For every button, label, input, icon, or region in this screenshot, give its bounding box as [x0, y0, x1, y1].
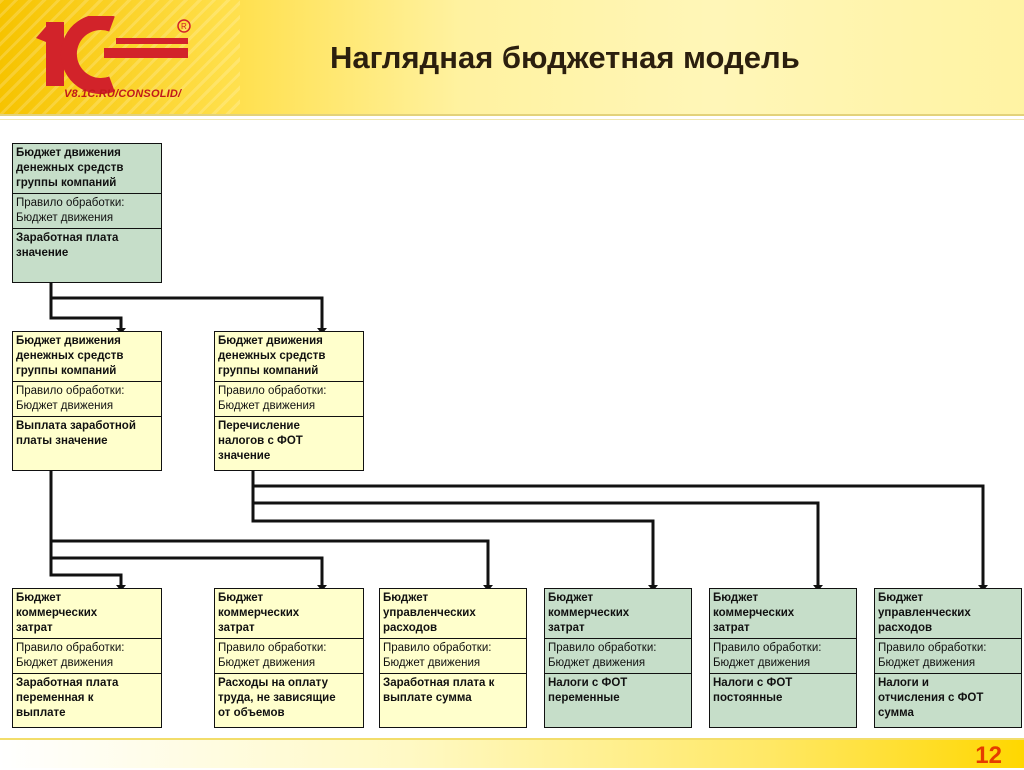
node-rule: Правило обработки: Бюджет движения	[13, 639, 161, 674]
node-item: Заработная плата переменная к выплате	[16, 677, 119, 719]
1c-logo-icon: R	[36, 16, 191, 94]
svg-text:R: R	[181, 22, 187, 31]
connector-mid1-b1	[49, 471, 123, 586]
node-item: Расходы на оплату труда, не зависящие от…	[218, 677, 336, 719]
footer-divider	[0, 738, 1024, 740]
node-title: Бюджет движения денежных средств группы …	[13, 144, 161, 194]
node-item: Выплата заработной платы значение	[16, 420, 136, 447]
node-title: Бюджет движения денежных средств группы …	[215, 332, 363, 382]
budget-node: Бюджет коммерческих затрат Правило обраб…	[544, 588, 692, 728]
slide-footer	[0, 740, 1024, 768]
node-item: Заработная плата значение	[16, 232, 119, 259]
node-title: Бюджет управленческих расходов	[875, 589, 1021, 639]
node-item: Заработная плата к выплате сумма	[383, 677, 495, 704]
node-rule: Правило обработки: Бюджет движения	[13, 194, 161, 229]
budget-node: Бюджет управленческих расходов Правило о…	[379, 588, 527, 728]
connector-top-mid1	[49, 283, 123, 329]
node-item: Налоги с ФОТ переменные	[548, 677, 628, 704]
page-number: 12	[975, 742, 1002, 769]
node-rule: Правило обработки: Бюджет движения	[710, 639, 856, 674]
budget-node: Бюджет коммерческих затрат Правило обраб…	[214, 588, 364, 728]
page-title: Наглядная бюджетная модель	[330, 40, 800, 75]
node-rule: Правило обработки: Бюджет движения	[215, 639, 363, 674]
connector-mid1-b3	[49, 471, 490, 586]
node-rule: Правило обработки: Бюджет движения	[215, 382, 363, 417]
node-rule: Правило обработки: Бюджет движения	[13, 382, 161, 417]
connector-mid2-b4	[251, 471, 655, 586]
budget-node: Бюджет движения денежных средств группы …	[12, 143, 162, 283]
node-rule: Правило обработки: Бюджет движения	[545, 639, 691, 674]
node-item: Перечисление налогов с ФОТ значение	[218, 420, 303, 462]
header-divider-thin	[0, 119, 1024, 120]
connector-mid2-b6	[251, 471, 985, 586]
connector-mid2-b5	[251, 471, 820, 586]
budget-node: Бюджет управленческих расходов Правило о…	[874, 588, 1022, 728]
logo-url: V8.1C.RU/CONSOLID/	[64, 88, 182, 100]
header-divider	[0, 114, 1024, 116]
node-title: Бюджет коммерческих затрат	[545, 589, 691, 639]
node-item: Налоги и отчисления с ФОТ сумма	[878, 677, 984, 719]
node-item: Налоги с ФОТ постоянные	[713, 677, 793, 704]
connector-top-mid2	[49, 283, 324, 329]
budget-node: Бюджет коммерческих затрат Правило обраб…	[709, 588, 857, 728]
node-title: Бюджет движения денежных средств группы …	[13, 332, 161, 382]
connector-mid1-b2	[49, 471, 324, 586]
node-rule: Правило обработки: Бюджет движения	[380, 639, 526, 674]
budget-node: Бюджет движения денежных средств группы …	[214, 331, 364, 471]
node-rule: Правило обработки: Бюджет движения	[875, 639, 1021, 674]
node-title: Бюджет коммерческих затрат	[215, 589, 363, 639]
node-title: Бюджет управленческих расходов	[380, 589, 526, 639]
node-title: Бюджет коммерческих затрат	[710, 589, 856, 639]
budget-node: Бюджет движения денежных средств группы …	[12, 331, 162, 471]
slide-header: R V8.1C.RU/CONSOLID/ Наглядная бюджетная…	[0, 0, 1024, 114]
budget-node: Бюджет коммерческих затрат Правило обраб…	[12, 588, 162, 728]
node-title: Бюджет коммерческих затрат	[13, 589, 161, 639]
